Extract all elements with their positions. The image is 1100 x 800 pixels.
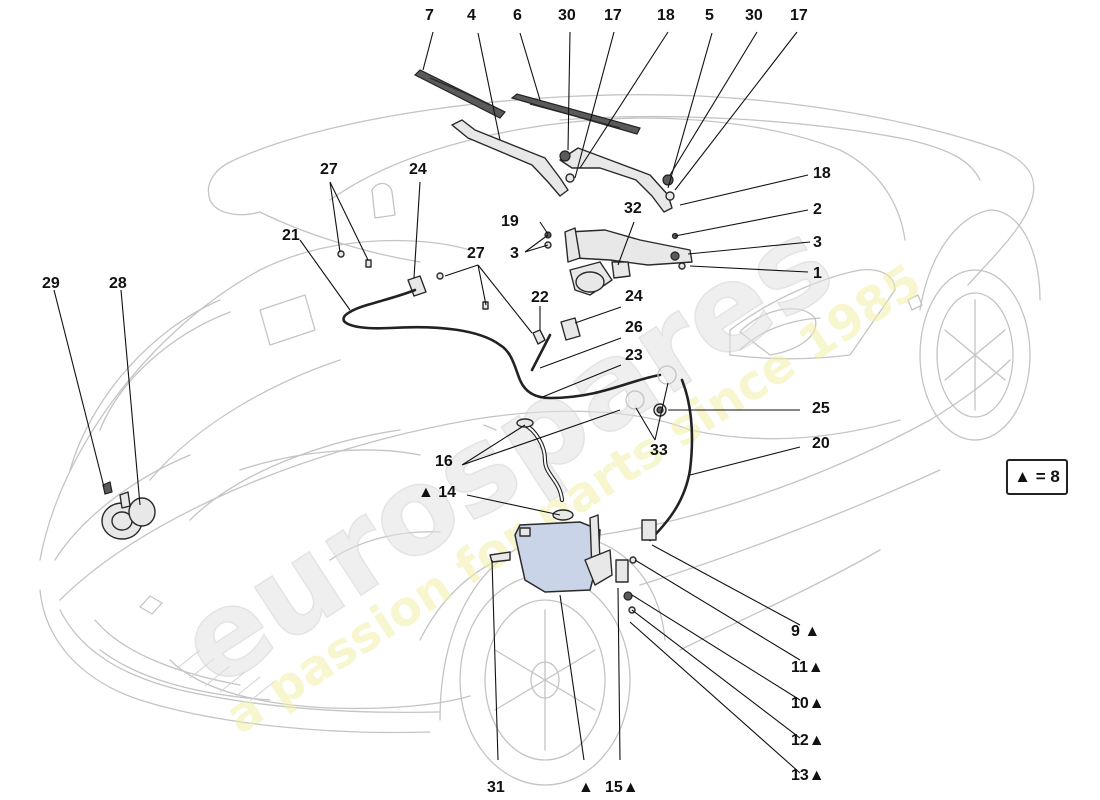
callout-27: 27	[320, 161, 338, 178]
callout-13: 13▲	[791, 767, 825, 784]
callout-26: 26	[625, 319, 643, 336]
callout-14: ▲ 14	[418, 484, 457, 501]
car-body-outline	[39, 94, 1041, 786]
washer-pump-icon	[615, 519, 657, 614]
callout-30: 30	[745, 7, 763, 24]
callout-3: 3	[510, 245, 519, 262]
legend-text: ▲ = 8	[1014, 467, 1060, 486]
callout-18: 18	[657, 7, 675, 24]
callout-11: 11▲	[791, 659, 824, 676]
callout-20: 20	[812, 435, 830, 452]
callout-2: 2	[813, 201, 822, 218]
callout-3: 3	[813, 234, 822, 251]
washer-hoses	[342, 288, 694, 542]
callout-31: 31	[487, 779, 505, 796]
callout-9: 9 ▲	[791, 623, 821, 640]
callout-30: 30	[558, 7, 576, 24]
leader-lines	[53, 31, 811, 774]
callout-18: 18	[813, 165, 831, 182]
callout-4: 4	[467, 7, 476, 24]
washer-tank-icon	[489, 514, 637, 593]
callout-1: 1	[813, 265, 822, 282]
wiper-arm-icon	[451, 119, 675, 213]
callout-17: 17	[604, 7, 622, 24]
callout-7: 7	[425, 7, 434, 24]
callout-10: 10▲	[791, 695, 825, 712]
callout-24: 24	[625, 288, 643, 305]
callout-32: 32	[624, 200, 642, 217]
callout-15: 15▲	[605, 779, 639, 796]
callout-19: 19	[501, 213, 519, 230]
quantity-legend: ▲ = 8	[1006, 459, 1068, 495]
callout-28: 28	[109, 275, 127, 292]
callout-17: 17	[790, 7, 808, 24]
callout-5: 5	[705, 7, 714, 24]
callout-21: 21	[282, 227, 300, 244]
callout-33: 33	[650, 442, 668, 459]
horn-icon	[101, 481, 156, 540]
hose-grommet	[625, 390, 645, 410]
callout-25: 25	[812, 400, 830, 417]
hose-grommet	[657, 365, 677, 385]
callout-27: 27	[467, 245, 485, 262]
callout-24: 24	[409, 161, 427, 178]
callout-29: 29	[42, 275, 60, 292]
callout-12: 12▲	[791, 732, 825, 749]
callout-6: 6	[513, 7, 522, 24]
callout-22: 22	[531, 289, 549, 306]
wiper-motor-icon	[544, 227, 693, 296]
callout-tank: ▲	[578, 779, 594, 796]
callout-16: 16	[435, 453, 453, 470]
callout-23: 23	[625, 347, 643, 364]
wiper-blade-icon	[413, 69, 641, 135]
